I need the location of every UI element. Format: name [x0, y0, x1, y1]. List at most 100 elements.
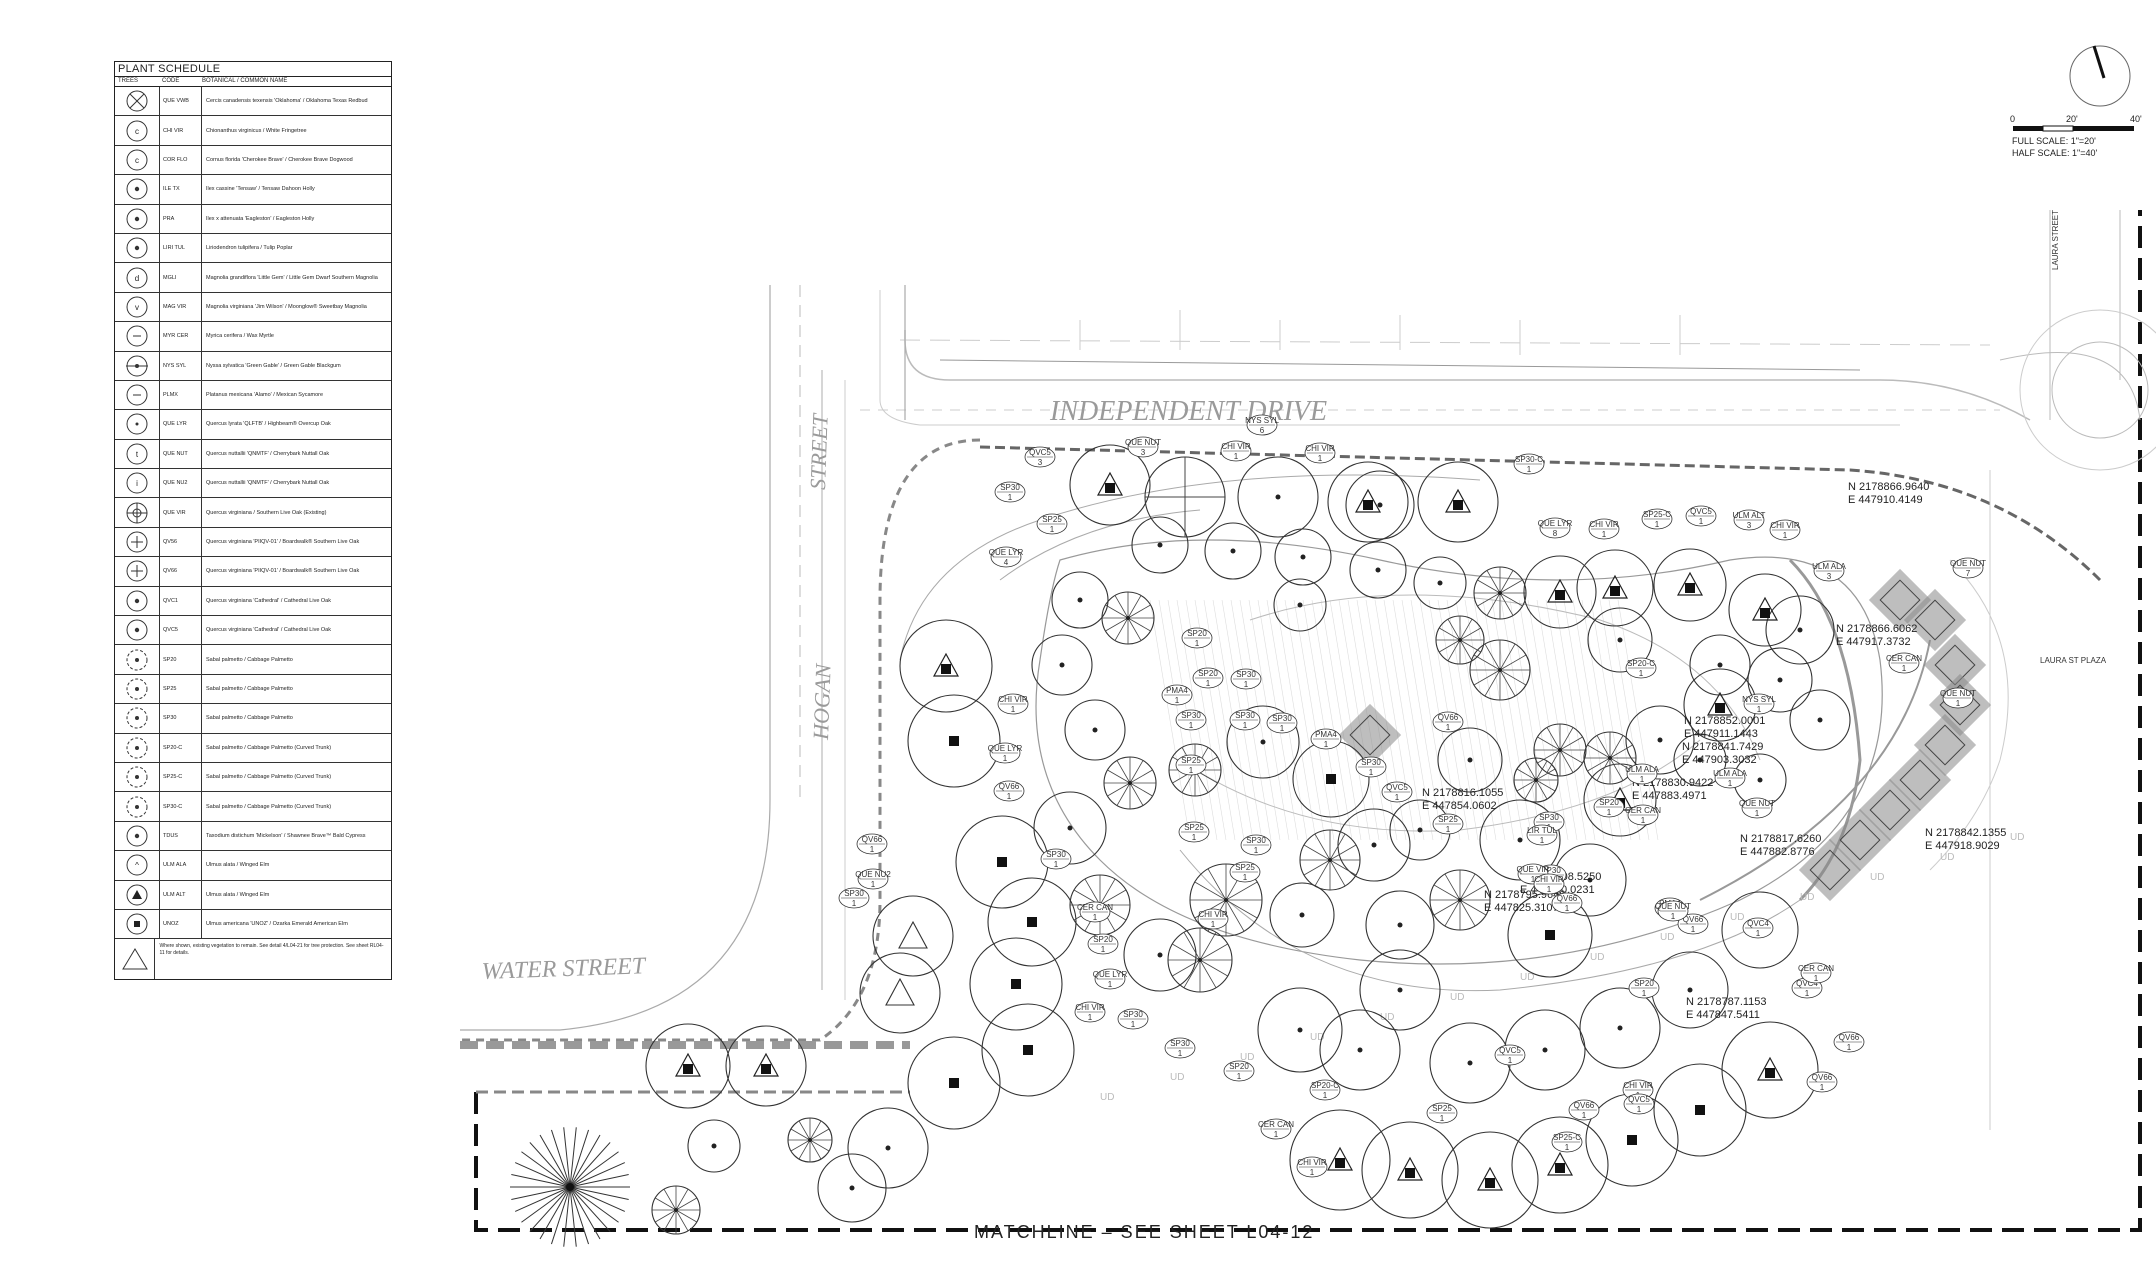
- schedule-symbol: [115, 645, 160, 674]
- tree-symbol: [1123, 918, 1197, 992]
- svg-text:i: i: [136, 479, 138, 488]
- plant-tag-qty: 1: [1211, 920, 1216, 929]
- schedule-name: Sabal palmetto / Cabbage Palmetto: [206, 715, 293, 722]
- plant-tag-code: SP30: [1236, 670, 1256, 679]
- plant-tag-code: QUE NU2: [855, 870, 891, 879]
- schedule-symbol: ^: [115, 851, 160, 880]
- plant-tag-qty: 1: [1175, 696, 1180, 705]
- schedule-symbol: [115, 351, 160, 380]
- plant-tag-qty: 1: [1847, 1043, 1852, 1052]
- svg-text:t: t: [136, 450, 139, 459]
- plan-line: [1999, 352, 2141, 421]
- tree-symbol: [1625, 705, 1695, 775]
- schedule-name: Taxodium distichum 'Mickelson' / Shawnee…: [206, 832, 366, 839]
- schedule-symbol: [115, 233, 160, 263]
- schedule-name: Ulmus alata / Winged Elm: [206, 862, 270, 869]
- schedule-name: Sabal palmetto / Cabbage Palmetto: [206, 686, 293, 692]
- plant-tag-qty: 1: [1323, 1091, 1328, 1100]
- tree-symbol: [1653, 548, 1727, 622]
- plant-tag-qty: 1: [871, 880, 876, 889]
- plaza-label: LAURA ST PLAZA: [2040, 656, 2107, 665]
- plant-tag-qty: 1: [1318, 454, 1323, 463]
- plant-tag-qty: 1: [1446, 723, 1451, 732]
- schedule-code: SP20-C: [160, 733, 202, 762]
- schedule-name: Sabal palmetto / Cabbage Palmetto: [206, 656, 293, 663]
- plant-tag-code: CHI VIR: [1198, 910, 1228, 919]
- plant-tag-qty: 1: [1310, 1168, 1315, 1177]
- plant-tag: SP20-C1: [1625, 657, 1657, 679]
- schedule-symbol: [115, 204, 160, 233]
- tree-symbol: [1469, 639, 1531, 701]
- plant-tag-qty: 1: [1189, 721, 1194, 730]
- c-circle-icon: c: [126, 120, 148, 142]
- plant-tag-qty: 1: [1902, 664, 1907, 673]
- plant-tag-code: QV66: [1557, 894, 1578, 903]
- street-label-water: WATER STREET: [481, 953, 647, 985]
- schedule-code: QUE VWB: [160, 87, 202, 116]
- tree-symbol: [1226, 705, 1300, 779]
- plant-tag-code: PMA4: [1166, 686, 1188, 695]
- plant-tag-code: SP30: [1123, 1010, 1143, 1019]
- plant-tag-qty: 1: [1189, 766, 1194, 775]
- svg-text:c: c: [135, 156, 139, 165]
- plant-tag-qty: 1: [1011, 705, 1016, 714]
- tree-symbol: [1103, 756, 1157, 810]
- plant-tag-code: CER CAN: [1798, 964, 1834, 973]
- scale-end: 40': [2130, 114, 2142, 124]
- plan-line: [2049, 210, 2121, 420]
- svg-text:^: ^: [135, 861, 139, 870]
- plant-tag-qty: 1: [1244, 680, 1249, 689]
- schedule-symbol: [115, 175, 160, 204]
- laura-street-label: LAURA STREET: [2051, 210, 2060, 270]
- plant-tag-code: PMA4: [1315, 730, 1337, 739]
- tree-symbol: [1441, 1131, 1539, 1229]
- tree-symbol: [1747, 647, 1813, 713]
- schedule-code: SP25: [160, 674, 202, 704]
- tree-symbol: [1479, 799, 1561, 881]
- street-label-hogan: HOGAN: [808, 662, 836, 741]
- plan-line: [1929, 470, 2009, 1130]
- schedule-name: Cercis canadensis texensis 'Oklahoma' / …: [206, 98, 368, 105]
- plant-tag-code: SP25: [1042, 515, 1062, 524]
- street-label-independent: INDEPENDENT DRIVE: [1049, 396, 1327, 427]
- tree-symbol: [907, 1036, 1001, 1130]
- plant-tag-code: QUE NUT: [1940, 689, 1976, 698]
- plant-tag-qty: 1: [1440, 1114, 1445, 1123]
- plant-tag-code: CER CAN: [1625, 806, 1661, 815]
- schedule-symbol: [115, 733, 160, 762]
- plant-tag-code: SP25: [1235, 863, 1255, 872]
- plant-tag-code: NYS SYL: [1245, 416, 1279, 425]
- schedule-code: UNOZ: [160, 909, 202, 939]
- tree-symbol: [1237, 456, 1319, 538]
- plant-tag-qty: 1: [1108, 980, 1113, 989]
- plant-tag-code: CHI VIR: [1534, 875, 1564, 884]
- dot-circle-icon: [126, 590, 148, 612]
- schedule-name: Magnolia grandiflora 'Little Gem' / Litt…: [206, 274, 378, 281]
- plan-line: [999, 509, 1801, 992]
- plant-tag-qty: 1: [1527, 465, 1532, 474]
- plant-tag-code: QUE NUT: [1655, 902, 1691, 911]
- tree-symbol: [1033, 791, 1107, 865]
- plant-tag-qty: 1: [1728, 779, 1733, 788]
